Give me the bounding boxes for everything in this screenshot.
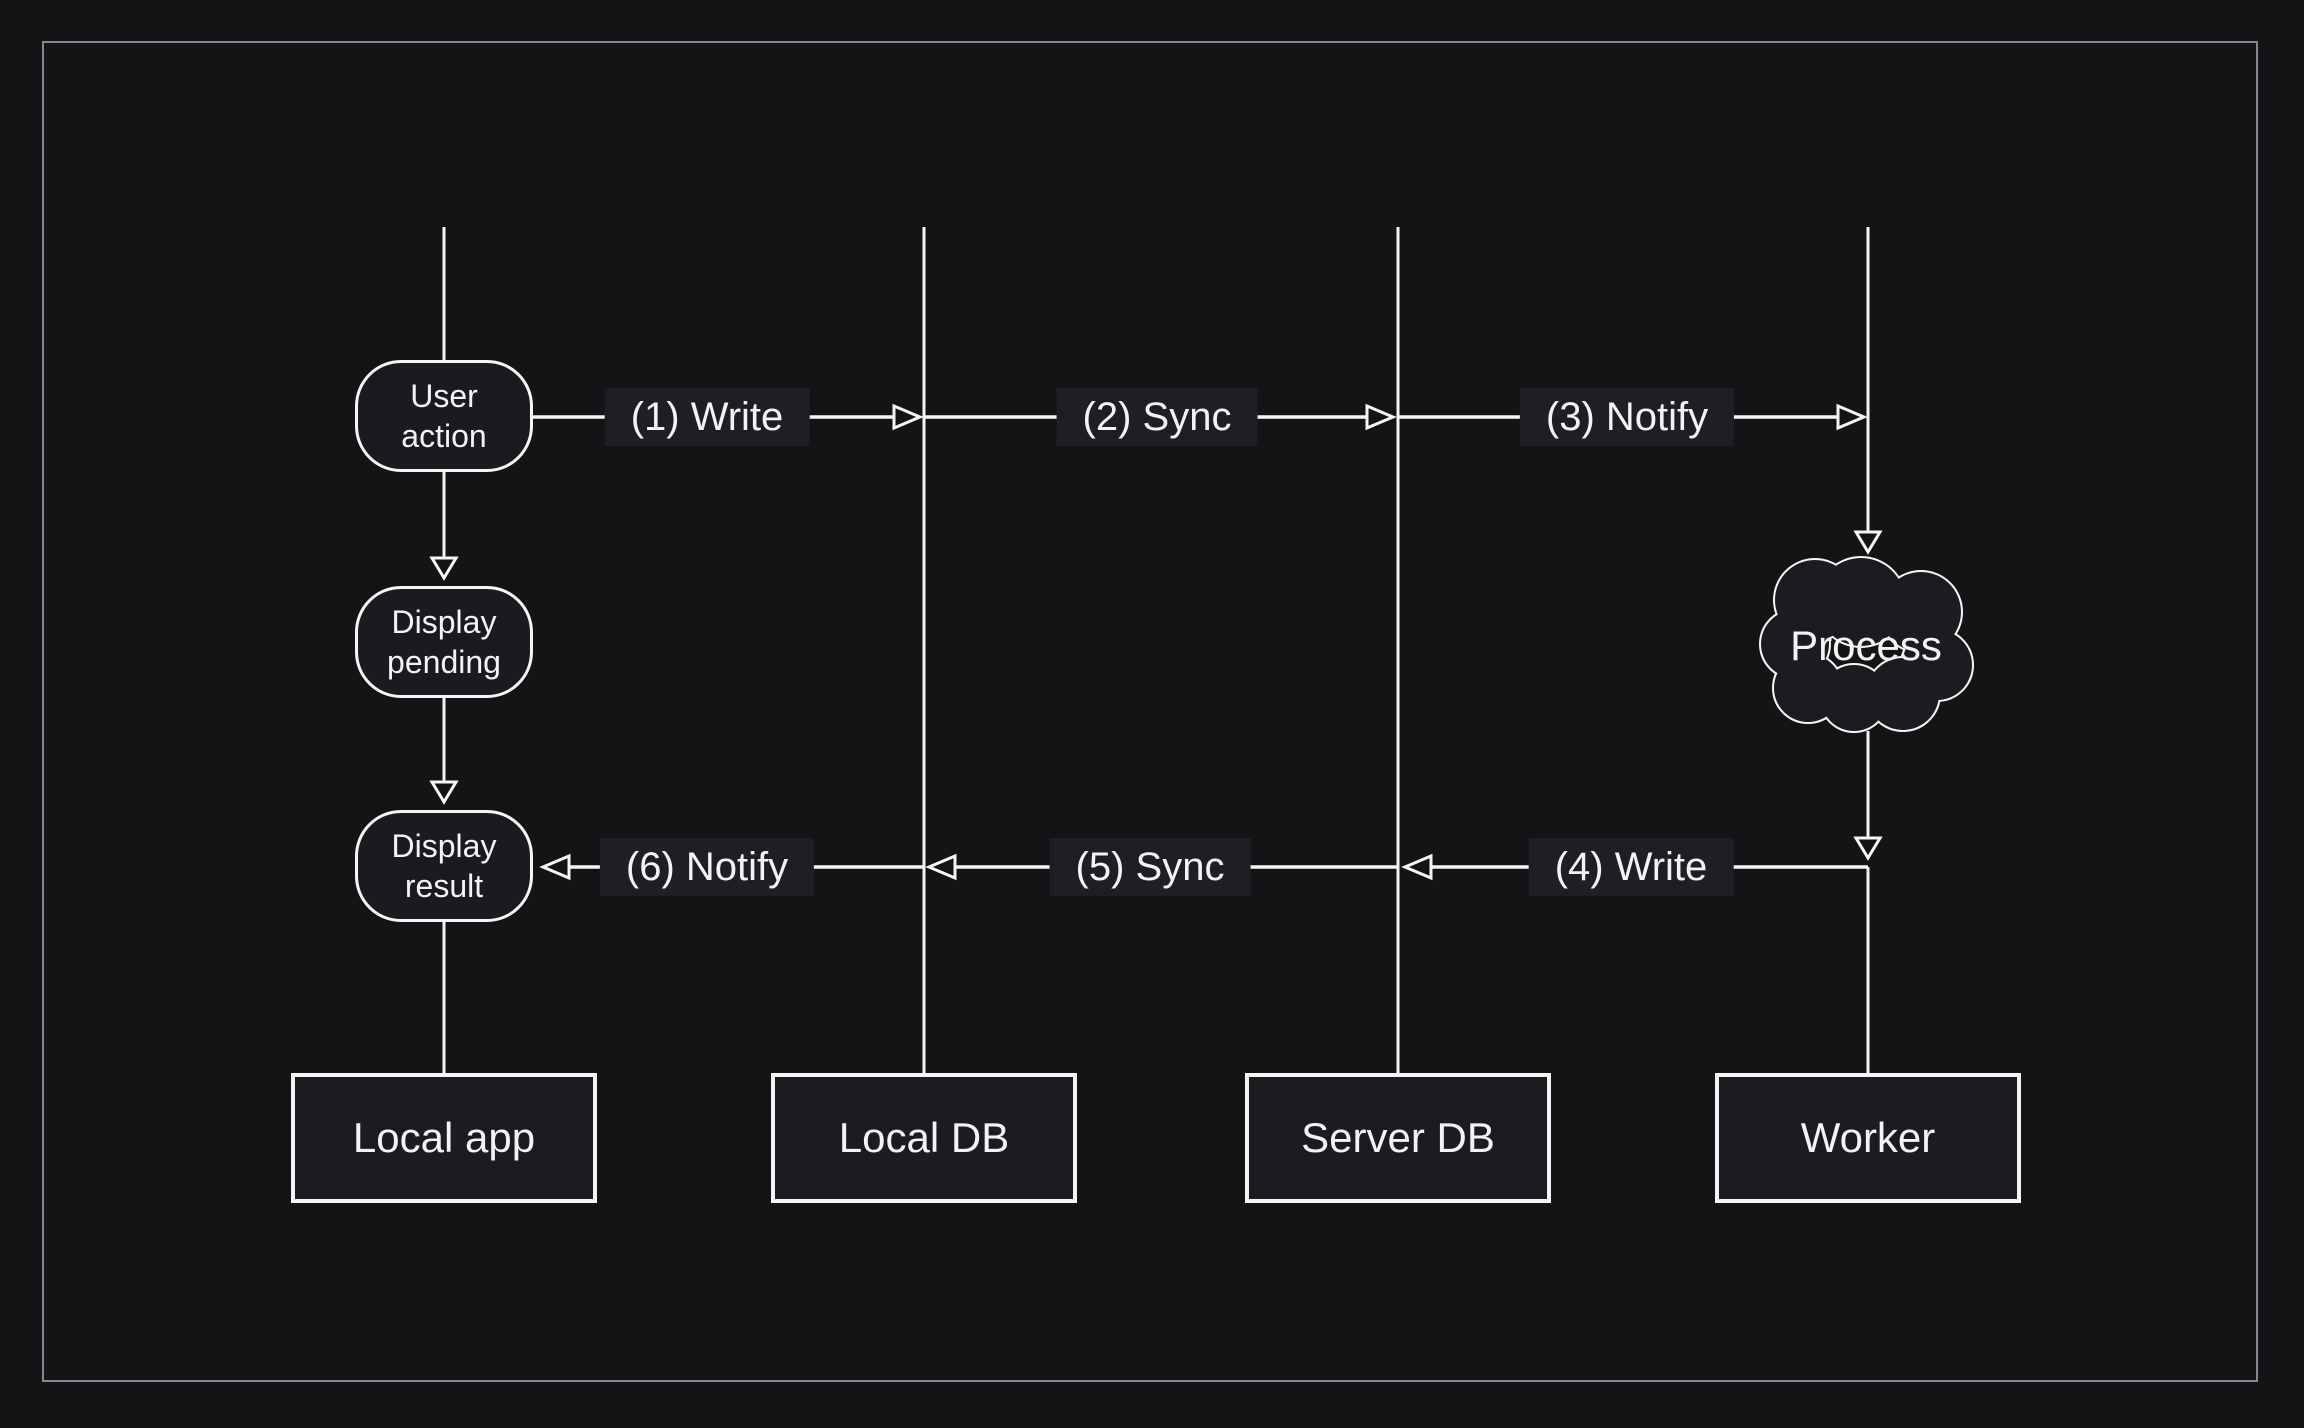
actor-box-worker[interactable]: Worker xyxy=(1715,1073,2021,1203)
actor-box-local-app[interactable]: Local app xyxy=(291,1073,597,1203)
node-user-action-label: User action xyxy=(401,378,487,454)
arrowhead-down-icon xyxy=(429,556,459,581)
arrowhead-left-icon xyxy=(1401,853,1433,881)
node-display-pending-label: Display pending xyxy=(387,604,501,680)
process-cloud-shape xyxy=(1759,556,1974,733)
message-label-4-write: (4) Write xyxy=(1528,838,1734,896)
message-label-3-notify: (3) Notify xyxy=(1519,388,1735,446)
actor-box-local-db[interactable]: Local DB xyxy=(771,1073,1077,1203)
message-label-6-notify: (6) Notify xyxy=(599,838,815,896)
arrowhead-down-icon xyxy=(429,780,459,805)
message-2-text: (2) Sync xyxy=(1082,395,1232,439)
diagram-frame xyxy=(42,41,2258,1382)
arrowhead-down-icon xyxy=(1853,530,1883,555)
vertical-arrows xyxy=(442,417,1870,837)
actor-worker-label: Worker xyxy=(1800,1114,1936,1161)
node-display-result[interactable]: Display result xyxy=(355,810,533,922)
message-label-2-sync: (2) Sync xyxy=(1056,388,1258,446)
message-label-1-write: (1) Write xyxy=(604,388,810,446)
arrowhead-right-icon xyxy=(1836,403,1868,431)
arrowhead-down-icon xyxy=(1853,836,1883,861)
node-display-result-label: Display result xyxy=(391,828,497,904)
message-1-text: (1) Write xyxy=(630,395,784,439)
arrowhead-left-icon xyxy=(539,853,571,881)
actor-local-app-label: Local app xyxy=(352,1114,536,1161)
message-label-5-sync: (5) Sync xyxy=(1049,838,1251,896)
arrowhead-left-icon xyxy=(925,853,957,881)
message-4-text: (4) Write xyxy=(1554,845,1708,889)
message-5-text: (5) Sync xyxy=(1075,845,1225,889)
message-3-text: (3) Notify xyxy=(1545,395,1709,439)
arrowhead-right-icon xyxy=(1365,403,1397,431)
process-cloud-label: Process xyxy=(1790,622,1942,669)
actor-box-server-db[interactable]: Server DB xyxy=(1245,1073,1551,1203)
node-display-pending[interactable]: Display pending xyxy=(355,586,533,698)
down-arrowheads xyxy=(429,530,1883,861)
node-user-action[interactable]: User action xyxy=(355,360,533,472)
row2-arrowheads xyxy=(539,853,1433,881)
actor-server-db-label: Server DB xyxy=(1301,1114,1495,1161)
arrowhead-right-icon xyxy=(892,403,924,431)
message-6-text: (6) Notify xyxy=(625,845,789,889)
lifelines xyxy=(442,227,1870,1073)
row1-arrowheads xyxy=(892,403,1868,431)
actor-local-db-label: Local DB xyxy=(838,1114,1010,1161)
